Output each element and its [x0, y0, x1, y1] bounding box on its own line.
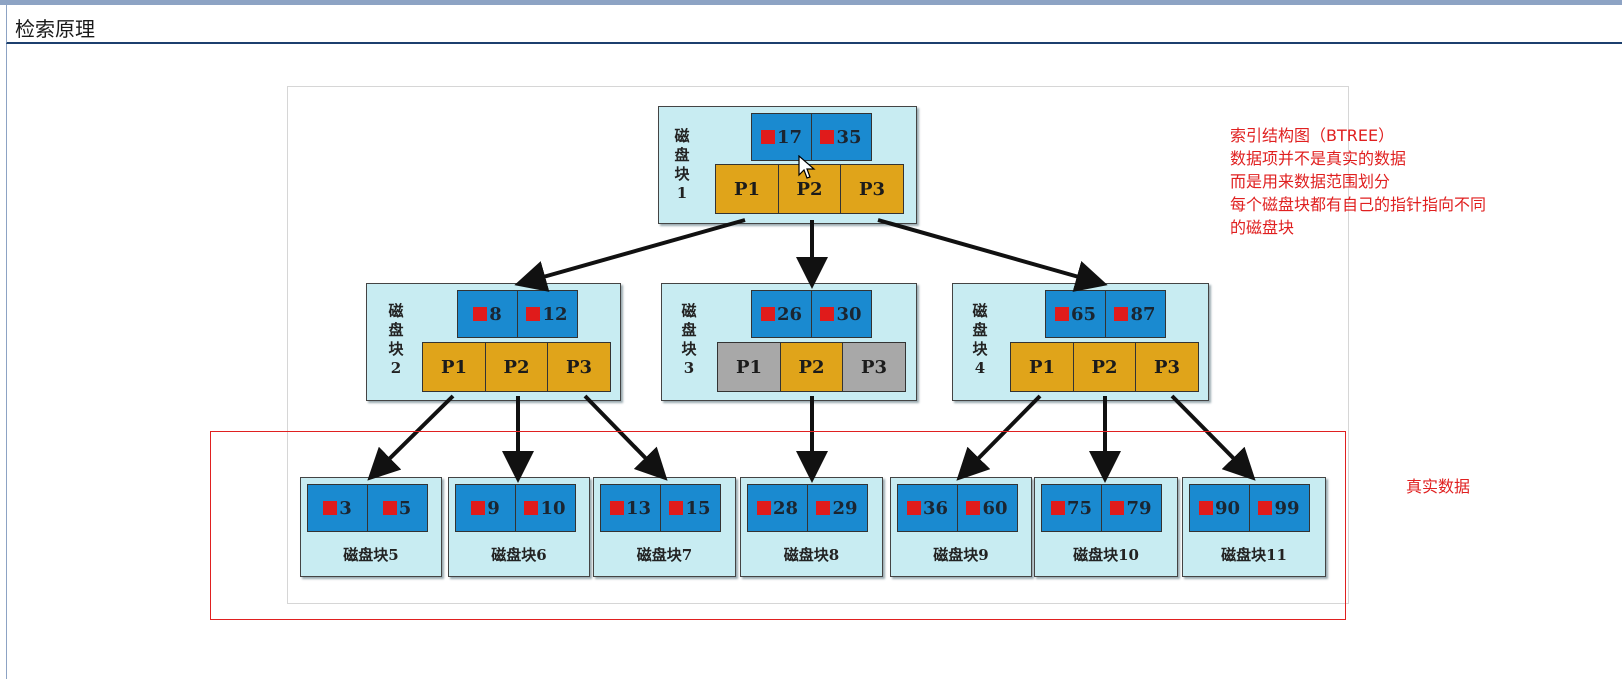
data-marker-icon: [760, 307, 775, 321]
disk-block-4: 磁 盘 块 4 65 87 P1 P2 P3: [952, 283, 1209, 401]
key-cell: 29: [806, 484, 868, 532]
key-cell: 26: [751, 290, 812, 338]
key-cell: 12: [516, 290, 578, 338]
disk-block-6: 9 10 磁盘块6: [448, 477, 590, 577]
key-cell: 28: [747, 484, 808, 532]
key-cell: 75: [1041, 484, 1102, 532]
disk-block-11: 90 99 磁盘块11: [1182, 477, 1326, 577]
real-data-highlight-box: [210, 431, 1346, 620]
window-top-border: [0, 0, 1622, 5]
pointer-cell: P3: [547, 342, 611, 392]
data-marker-icon: [323, 501, 338, 515]
data-marker-icon: [382, 501, 397, 515]
disk-block-label: 磁盘块5: [343, 546, 399, 564]
key-cell: 65: [1045, 290, 1106, 338]
data-marker-icon: [1110, 501, 1125, 515]
disk-block-3: 磁 盘 块 3 26 30 P1 P2 P3: [661, 283, 917, 401]
data-marker-icon: [669, 501, 684, 515]
data-marker-icon: [966, 501, 981, 515]
key-cell: 87: [1104, 290, 1166, 338]
disk-block-label: 磁盘块11: [1221, 546, 1287, 564]
disk-block-label: 磁盘块8: [783, 546, 840, 564]
note-line: 的磁盘块: [1230, 218, 1295, 237]
disk-block-10: 75 79 磁盘块10: [1034, 477, 1178, 577]
pointer-cell: P1: [715, 164, 779, 214]
key-cell: 5: [366, 484, 428, 532]
pointer-cell: P3: [1135, 342, 1199, 392]
data-marker-icon: [1050, 501, 1065, 515]
key-cell: 35: [810, 113, 872, 161]
key-cell: 15: [659, 484, 721, 532]
pointer-cell: P2: [484, 342, 549, 392]
data-marker-icon: [524, 501, 539, 515]
pointer-cell: P1: [1010, 342, 1074, 392]
data-marker-icon: [906, 501, 921, 515]
key-cell: 36: [897, 484, 958, 532]
disk-block-2: 磁 盘 块 2 8 12 P1 P2 P3: [366, 283, 621, 401]
note-line: 而是用来数据范围划分: [1230, 172, 1391, 191]
data-marker-icon: [760, 130, 775, 144]
key-cell: 60: [956, 484, 1018, 532]
pointer-cell: P3: [840, 164, 904, 214]
data-marker-icon: [1114, 307, 1129, 321]
data-marker-icon: [756, 501, 771, 515]
key-cell: 99: [1248, 484, 1310, 532]
disk-block-8: 28 29 磁盘块8: [740, 477, 883, 577]
key-cell: 17: [751, 113, 812, 161]
key-cell: 10: [514, 484, 576, 532]
data-marker-icon: [816, 501, 831, 515]
data-marker-icon: [820, 307, 835, 321]
data-marker-icon: [526, 307, 541, 321]
key-cell: 79: [1100, 484, 1162, 532]
disk-block-label: 磁 盘 块 2: [388, 302, 404, 377]
disk-block-label: 磁盘块10: [1073, 546, 1139, 564]
disk-block-7: 13 15 磁盘块7: [593, 477, 736, 577]
pointer-cell: P3: [842, 342, 906, 392]
data-marker-icon: [820, 130, 835, 144]
disk-block-label: 磁 盘 块 4: [972, 302, 988, 377]
mouse-cursor-icon: [798, 155, 816, 179]
disk-block-1: 磁 盘 块 1 17 35 P1 P2 P3: [658, 106, 917, 224]
pointer-cell: P2: [1072, 342, 1137, 392]
data-marker-icon: [609, 501, 624, 515]
disk-block-label: 磁盘块9: [933, 546, 989, 564]
disk-block-label: 磁 盘 块 1: [674, 127, 690, 202]
note-line: 每个磁盘块都有自己的指针指向不同: [1230, 195, 1487, 214]
panel-header: 检索原理: [6, 5, 1622, 44]
key-cell: 30: [810, 290, 872, 338]
note-line: 索引结构图（BTREE）: [1230, 126, 1395, 145]
data-marker-icon: [1258, 501, 1273, 515]
disk-block-label: 磁盘块6: [491, 546, 547, 564]
key-cell: 90: [1189, 484, 1250, 532]
disk-block-label: 磁 盘 块 3: [681, 302, 697, 377]
key-cell: 8: [457, 290, 518, 338]
disk-block-5: 3 5 磁盘块5: [300, 477, 442, 577]
data-marker-icon: [1198, 501, 1213, 515]
data-marker-icon: [471, 501, 486, 515]
data-marker-icon: [1054, 307, 1069, 321]
pointer-cell: P1: [422, 342, 486, 392]
pointer-cell: P1: [717, 342, 781, 392]
note-line: 数据项并不是真实的数据: [1230, 149, 1407, 168]
data-marker-icon: [473, 307, 488, 321]
real-data-label: 真实数据: [1406, 477, 1471, 496]
disk-block-label: 磁盘块7: [636, 546, 693, 564]
key-cell: 13: [600, 484, 661, 532]
page-title: 检索原理: [15, 17, 95, 41]
pointer-cell: P2: [779, 342, 844, 392]
annotation-note: 索引结构图（BTREE） 数据项并不是真实的数据 而是用来数据范围划分 每个磁盘…: [1230, 124, 1486, 239]
disk-block-9: 36 60 磁盘块9: [890, 477, 1032, 577]
key-cell: 9: [455, 484, 516, 532]
